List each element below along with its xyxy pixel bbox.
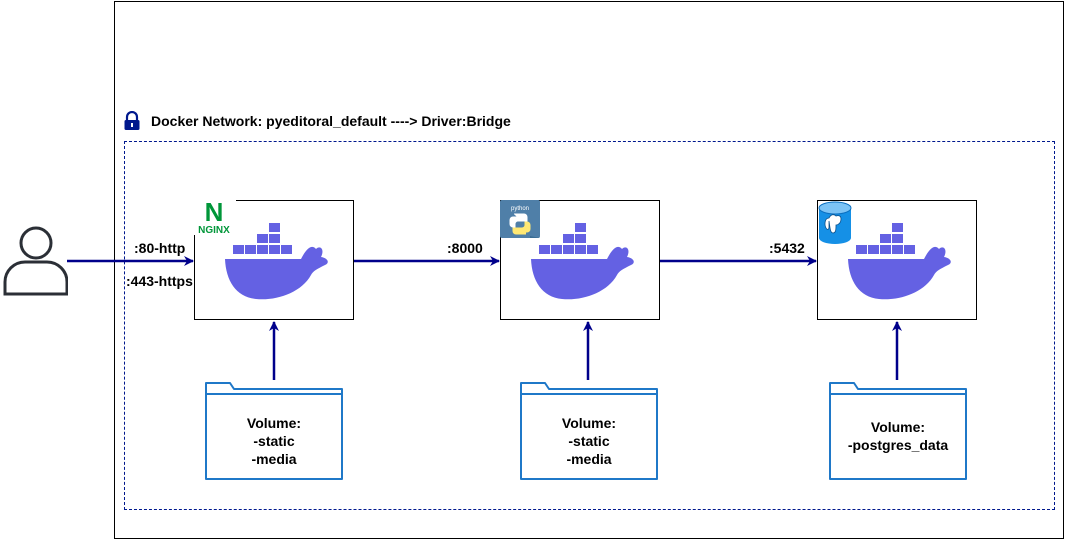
volume-line: -postgres_data [847, 437, 949, 453]
volume-title: Volume: [246, 415, 302, 431]
volume-title: Volume: [870, 419, 926, 435]
python-logo: python [500, 200, 540, 238]
network-title: Docker Network: pyeditoral_default ---->… [151, 113, 511, 129]
folder-icon [205, 382, 343, 480]
postgres-database-icon [818, 201, 852, 244]
volume-folder-postgres[interactable]: Volume: -postgres_data [828, 380, 968, 481]
port-label-db: :5432 [769, 240, 805, 256]
volume-line: -static [568, 433, 610, 449]
nginx-logo-text: NGINX [198, 225, 230, 235]
user-icon [3, 226, 68, 296]
volume-title: Volume: [561, 415, 617, 431]
port-label-https: :443-https [126, 273, 193, 289]
folder-icon [520, 382, 658, 480]
docker-whale-icon [531, 223, 634, 300]
svg-text:N: N [205, 199, 224, 227]
docker-whale-icon [848, 223, 951, 300]
volume-line: -media [566, 451, 612, 467]
python-logo-text: python [511, 206, 529, 212]
outer-frame [114, 1, 1064, 539]
lock-icon [124, 111, 140, 130]
docker-network-boundary [124, 141, 1055, 510]
port-label-http: :80-http [134, 240, 186, 256]
docker-whale-icon [225, 223, 328, 300]
port-label-app: :8000 [447, 240, 483, 256]
volume-folder-nginx[interactable]: Volume: -static -media [204, 380, 344, 481]
volume-folder-python[interactable]: Volume: -static -media [519, 380, 659, 481]
container-postgres[interactable] [817, 200, 977, 320]
nginx-logo: N NGINX [193, 197, 236, 236]
volume-line: -static [253, 433, 295, 449]
container-nginx[interactable] [194, 200, 354, 320]
volume-line: -media [251, 451, 297, 467]
folder-icon [829, 382, 967, 480]
